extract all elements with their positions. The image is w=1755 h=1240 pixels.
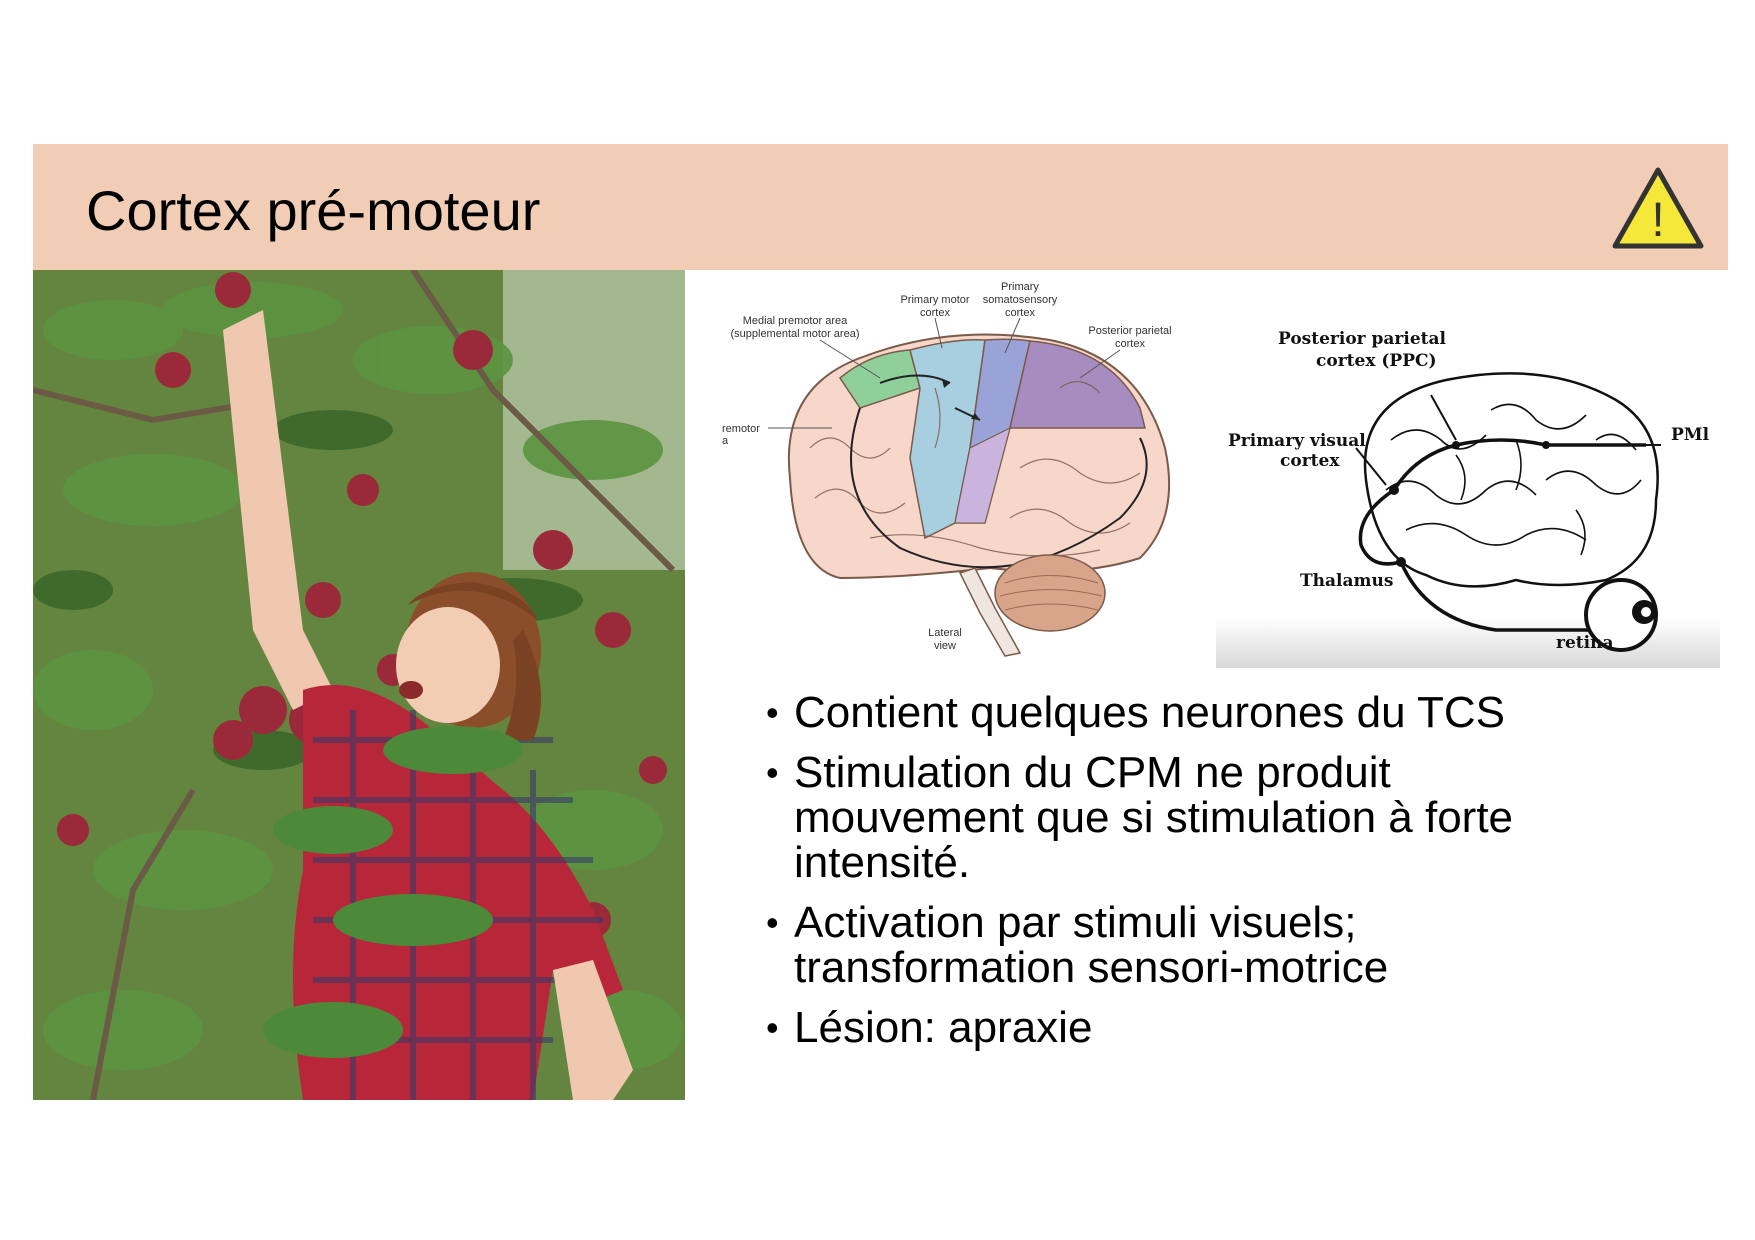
label-ppc-1: Posterior parietal xyxy=(1278,330,1447,349)
photo-woman-apple-tree xyxy=(33,270,685,1100)
label-thalamus: Thalamus xyxy=(1300,571,1393,591)
bullet-dot: • xyxy=(766,1007,779,1048)
title-band xyxy=(33,144,1728,270)
label-pmi: PMl xyxy=(1671,425,1710,445)
label-primary-somatosensory-3: cortex xyxy=(1005,307,1035,319)
bullet-dot: • xyxy=(766,752,779,793)
bullet-text: Contient quelques neurones du TCS xyxy=(794,688,1506,737)
bullet-item: • Contient quelques neurones du TCS xyxy=(766,688,1694,737)
label-lateral-view-1: Lateral xyxy=(928,627,962,639)
bullet-list: • Contient quelques neurones du TCS • Stim… xyxy=(766,688,1694,1065)
label-lateral-view-2: view xyxy=(934,640,956,652)
label-primary-motor-1: Primary motor xyxy=(900,294,969,306)
label-primary-visual-1: Primary visual xyxy=(1228,431,1366,451)
warning-triangle-icon: ! xyxy=(1612,167,1704,249)
slide-title: Cortex pré-moteur xyxy=(86,179,541,242)
brain-diagram-lateral: Primary somatosensory cortex Primary mot… xyxy=(720,278,1190,670)
bullet-text: Lésion: apraxie xyxy=(794,1003,1093,1052)
label-posterior-parietal-2: cortex xyxy=(1115,338,1145,350)
bullet-item: • Stimulation du CPM ne produit mouvement… xyxy=(766,748,1694,887)
brain-diagram-visuomotor: Posterior parietal cortex (PPC) Primary … xyxy=(1216,330,1720,668)
label-posterior-parietal-1: Posterior parietal xyxy=(1088,325,1171,337)
label-primary-visual-2: cortex xyxy=(1280,451,1340,471)
bullet-text: Stimulation du CPM ne produit mouvement … xyxy=(794,748,1514,887)
label-lateral-premotor-1: remotor xyxy=(722,423,760,435)
warning-mark: ! xyxy=(1651,194,1664,247)
label-medial-premotor-2: (supplemental motor area) xyxy=(730,328,859,340)
label-ppc-2: cortex (PPC) xyxy=(1316,351,1437,371)
bullet-item: • Lésion: apraxie xyxy=(766,1003,1694,1052)
label-medial-premotor-1: Medial premotor area xyxy=(743,315,848,327)
bullet-item: • Activation par stimuli visuels; transfo… xyxy=(766,898,1694,992)
bullet-dot: • xyxy=(766,692,779,733)
label-primary-motor-2: cortex xyxy=(920,307,950,319)
label-retina: retina xyxy=(1556,633,1613,653)
bullet-dot: • xyxy=(766,902,779,943)
label-lateral-premotor-2: a xyxy=(722,435,729,447)
label-primary-somatosensory-1: Primary xyxy=(1001,281,1039,293)
bullet-text: Activation par stimuli visuels; transfor… xyxy=(794,898,1389,992)
label-primary-somatosensory-2: somatosensory xyxy=(983,294,1058,306)
